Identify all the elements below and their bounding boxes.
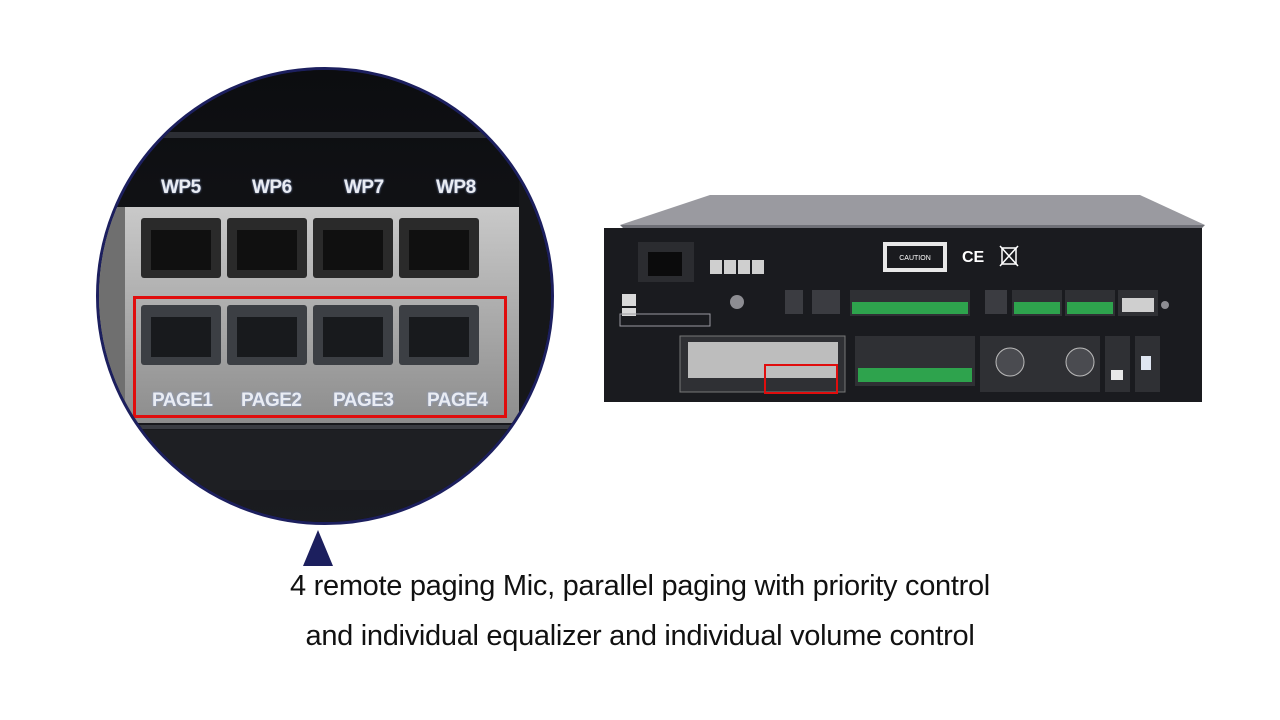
- device-rear-panel: CAUTION CE: [600, 190, 1210, 415]
- port-label-wp8: WP8: [436, 177, 476, 198]
- port-label-page2: PAGE2: [241, 390, 302, 411]
- page-ports-highlight: [133, 296, 507, 418]
- page-jack-row: [141, 305, 479, 365]
- device-rear-graphic: CAUTION CE: [604, 195, 1205, 402]
- port-label-page3: PAGE3: [333, 390, 394, 411]
- port-label-wp5: WP5: [161, 177, 201, 198]
- caution-label: CAUTION: [899, 255, 931, 262]
- port-label-wp6: WP6: [252, 177, 292, 198]
- caption-line-1: 4 remote paging Mic, parallel paging wit…: [290, 570, 990, 602]
- port-label-page4: PAGE4: [427, 390, 488, 411]
- caption-line-2: and individual equalizer and individual …: [305, 620, 975, 652]
- pointer-triangle: [303, 530, 333, 566]
- zoom-detail-circle: WP5 WP6 WP7 WP8 PAGE1 PAGE2 PAGE3 PAGE4: [96, 67, 554, 525]
- port-label-page1: PAGE1: [152, 390, 213, 411]
- top-jack-row: [141, 218, 479, 278]
- ce-mark: CE: [962, 249, 985, 266]
- port-label-wp7: WP7: [344, 177, 384, 198]
